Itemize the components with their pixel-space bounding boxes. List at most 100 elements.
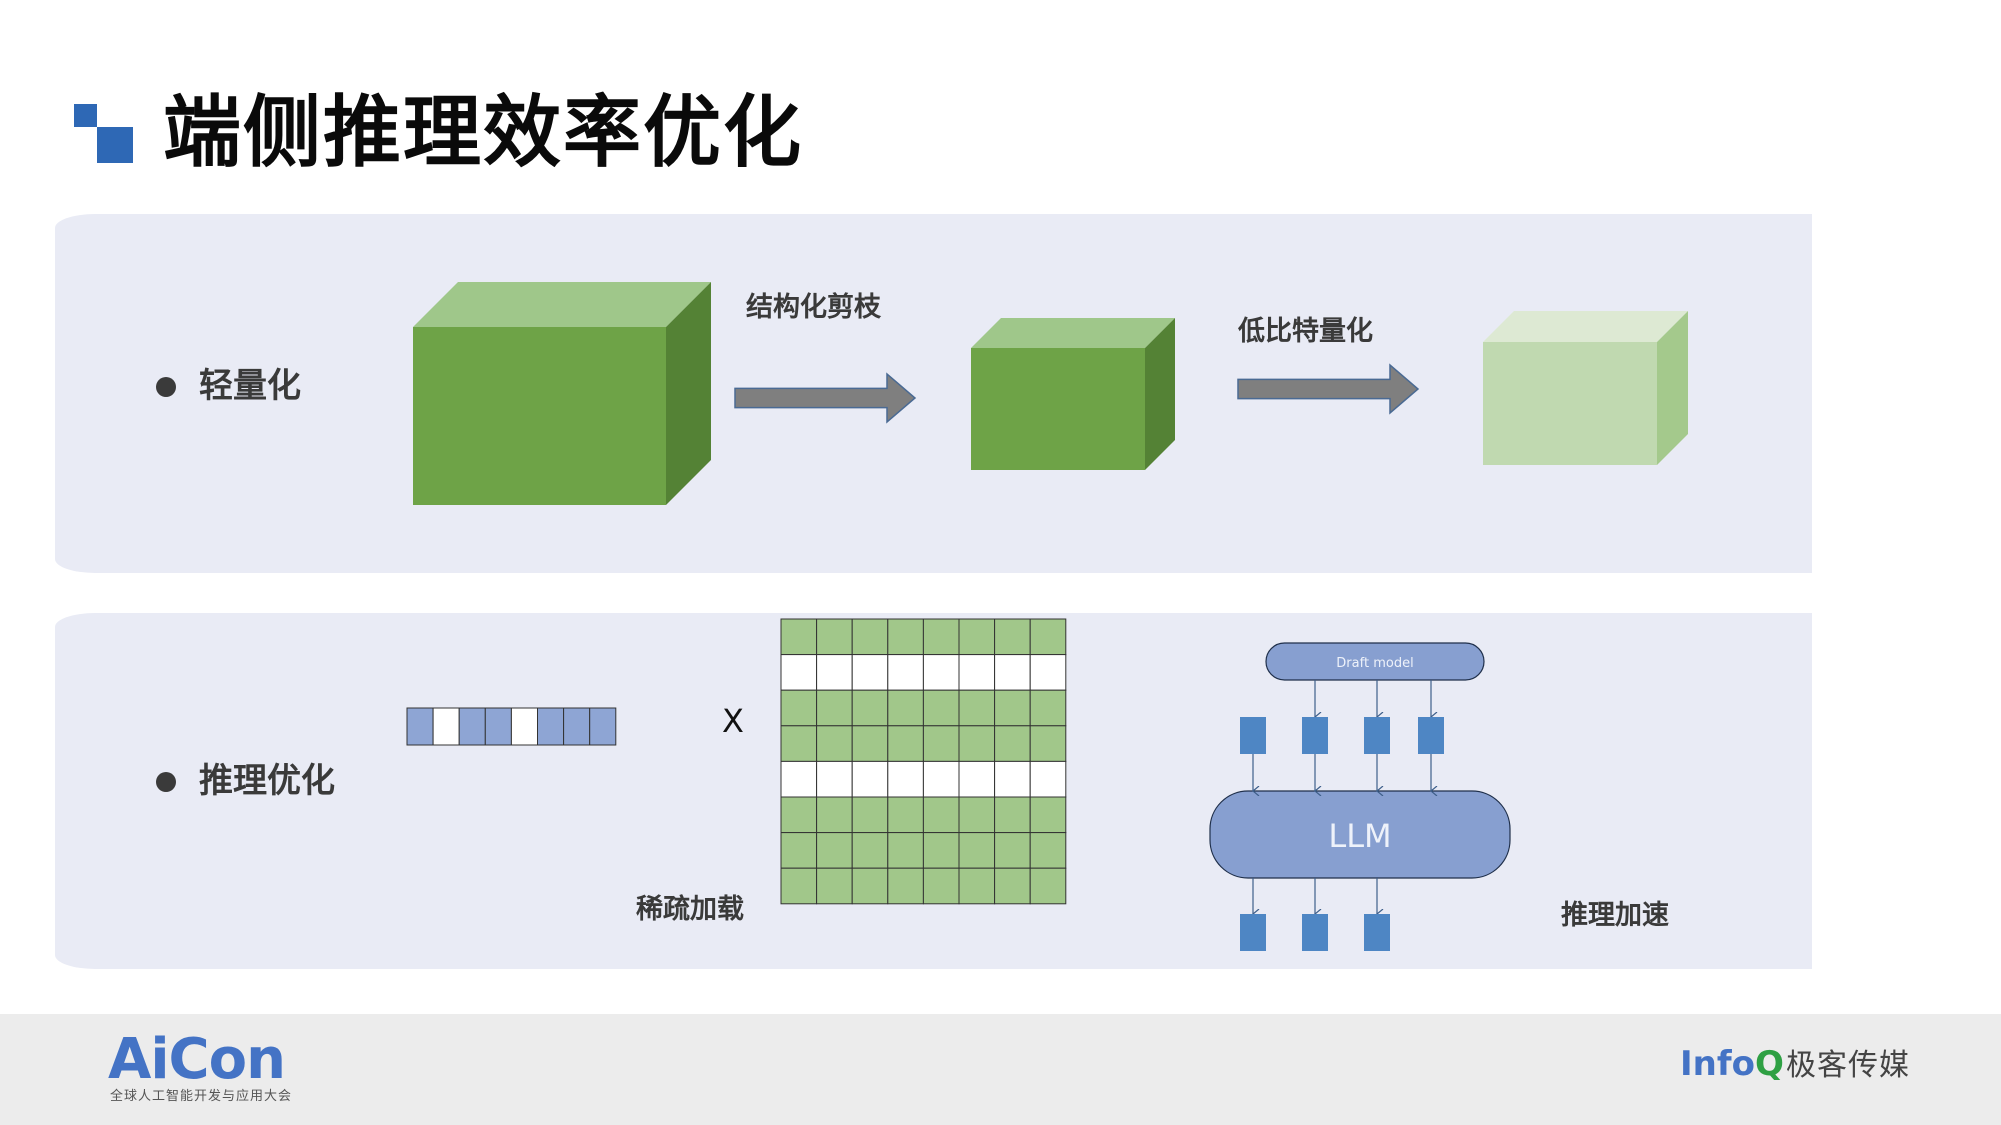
matrix-cell: [887, 725, 924, 762]
matrix-cell: [1029, 796, 1067, 834]
matrix-cell: [816, 796, 853, 834]
matrix-cell: [851, 867, 889, 905]
pruning-label: 结构化剪枝: [746, 292, 881, 323]
inference-acceleration-label: 推理加速: [1561, 900, 1669, 931]
cube-side-face: [1657, 311, 1688, 465]
aicon-logo: AiCon: [108, 1027, 286, 1092]
matrix-cell: [994, 832, 1031, 869]
matrix-cell: [922, 689, 960, 727]
matrix-cell: [851, 618, 889, 656]
multiply-sign: X: [722, 702, 744, 740]
geekbang-media-logo: 极客传媒: [1786, 1048, 1910, 1083]
cube-side-face: [666, 282, 711, 505]
section-label-inference: 推理优化: [199, 761, 335, 801]
bullet-icon: [156, 377, 176, 397]
matrix-cell: [780, 832, 818, 869]
title-icon-small-square: [74, 104, 97, 127]
matrix-cell: [887, 654, 924, 691]
matrix-cell: [851, 654, 889, 691]
output-token: [1240, 914, 1266, 951]
pruning-arrow: [734, 372, 917, 424]
cube-front-face: [413, 327, 666, 505]
cube-top-face: [971, 318, 1175, 348]
matrix-cell: [816, 618, 853, 656]
matrix-cell: [1029, 654, 1067, 691]
matrix-cell: [1029, 725, 1067, 762]
matrix-cell: [887, 689, 924, 727]
cube-side-face: [1145, 318, 1175, 470]
matrix-cell: [780, 618, 818, 656]
matrix-cell: [922, 832, 960, 869]
quantized-model-cube: [1483, 311, 1688, 465]
vector-cell: [458, 707, 486, 746]
infoq-logo-q: Q: [1755, 1044, 1784, 1084]
matrix-cell: [958, 867, 996, 905]
bullet-icon: [156, 772, 176, 792]
vector-cell: [589, 707, 617, 746]
matrix-cell: [851, 832, 889, 869]
matrix-cell: [994, 618, 1031, 656]
matrix-cell: [887, 760, 924, 798]
quantization-arrow: [1237, 363, 1420, 415]
matrix-cell: [851, 796, 889, 834]
matrix-cell: [887, 618, 924, 656]
matrix-cell: [851, 760, 889, 798]
vector-cell: [510, 707, 538, 746]
vector-cell: [537, 707, 565, 746]
process-arrows: [734, 363, 1420, 424]
pruned-model-cube: [971, 318, 1175, 470]
infoq-logo: InfoQ: [1680, 1044, 1784, 1084]
quantization-label: 低比特量化: [1238, 316, 1373, 347]
matrix-cell: [780, 654, 818, 691]
matrix-cell: [1029, 867, 1067, 905]
sparse-loading-label: 稀疏加载: [636, 894, 744, 925]
matrix-cell: [851, 689, 889, 727]
matrix-cell: [922, 725, 960, 762]
matrix-cell: [922, 867, 960, 905]
matrix-cell: [994, 654, 1031, 691]
matrix-cell: [1029, 689, 1067, 727]
matrix-cell: [922, 760, 960, 798]
matrix-cell: [1029, 618, 1067, 656]
title-icon-large-square: [97, 127, 133, 163]
matrix-cell: [994, 689, 1031, 727]
matrix-cell: [958, 618, 996, 656]
aicon-subtitle: 全球人工智能开发与应用大会: [110, 1089, 293, 1104]
matrix-cell: [887, 832, 924, 869]
vector-cell: [432, 707, 460, 746]
cube-front-face: [1483, 342, 1657, 465]
matrix-cell: [922, 618, 960, 656]
cube-top-face: [1483, 311, 1688, 342]
output-token: [1364, 914, 1390, 951]
matrix-cell: [816, 654, 853, 691]
original-model-cube: [413, 282, 711, 505]
matrix-cell: [816, 689, 853, 727]
matrix-cell: [994, 760, 1031, 798]
output-token: [1302, 914, 1328, 951]
matrix-cell: [1029, 760, 1067, 798]
matrix-cell: [851, 725, 889, 762]
vector-cell: [563, 707, 591, 746]
draft-token: [1240, 717, 1266, 754]
matrix-cell: [816, 832, 853, 869]
matrix-cell: [780, 689, 818, 727]
section-label-lightweight: 轻量化: [199, 366, 301, 406]
footer-bar: [0, 1014, 2001, 1125]
matrix-cell: [887, 796, 924, 834]
draft-token: [1302, 717, 1328, 754]
matrix-cell: [994, 796, 1031, 834]
page-title: 端侧推理效率优化: [163, 88, 804, 178]
vector-cell: [406, 707, 434, 746]
cube-top-face: [413, 282, 711, 327]
matrix-cell: [958, 689, 996, 727]
matrix-cell: [958, 654, 996, 691]
infoq-logo-info: Info: [1680, 1044, 1756, 1084]
matrix-cell: [816, 725, 853, 762]
matrix-cell: [780, 867, 818, 905]
llm-label: LLM: [1328, 817, 1391, 855]
matrix-cell: [958, 796, 996, 834]
matrix-cell: [887, 867, 924, 905]
matrix-cell: [780, 725, 818, 762]
